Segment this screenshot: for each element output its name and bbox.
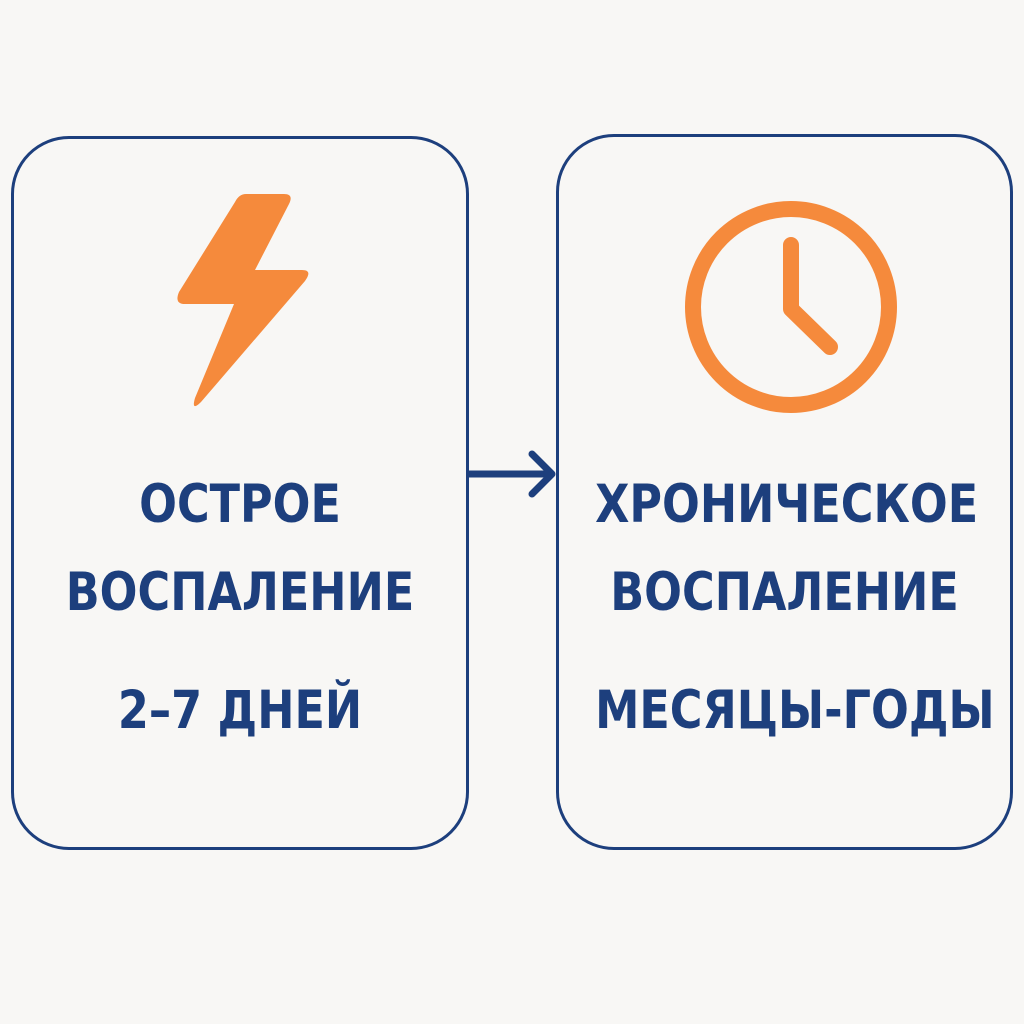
chronic-duration: МЕСЯЦЫ-ГОДЫ — [595, 680, 995, 741]
arrow-right-icon — [466, 450, 556, 498]
clock-icon — [685, 201, 897, 413]
acute-inflammation-box: ОСТРОЕ ВОСПАЛЕНИЕ 2–7 ДНЕЙ — [11, 136, 469, 850]
chronic-inflammation-box: ХРОНИЧЕСКОЕ ВОСПАЛЕНИЕ МЕСЯЦЫ-ГОДЫ — [556, 134, 1013, 850]
chronic-title-line2: ВОСПАЛЕНИЕ — [610, 562, 959, 623]
lightning-icon — [177, 194, 309, 407]
acute-duration: 2–7 ДНЕЙ — [117, 680, 363, 741]
acute-title-line1: ОСТРОЕ — [139, 474, 341, 535]
chronic-title-line1: ХРОНИЧЕСКОЕ — [595, 474, 979, 535]
acute-title-line2: ВОСПАЛЕНИЕ — [65, 562, 415, 623]
